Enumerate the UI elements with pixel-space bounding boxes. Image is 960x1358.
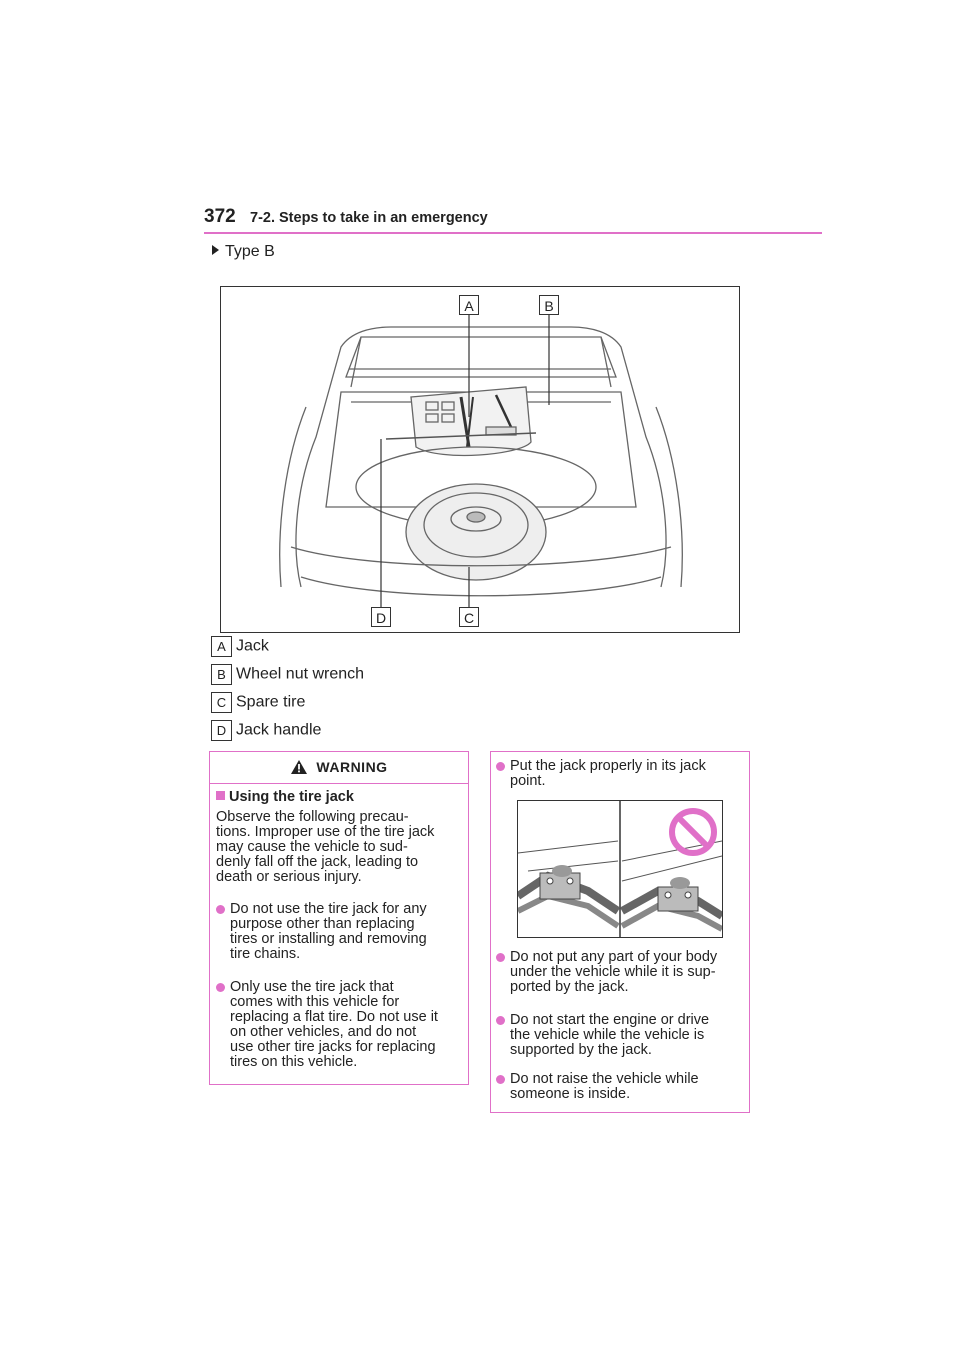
page-number: 372	[204, 206, 236, 227]
arrow-bullet-icon	[212, 245, 219, 255]
bullet-dot-icon	[216, 983, 225, 992]
figure-label-c: C	[459, 607, 479, 627]
legend-key: A	[211, 636, 232, 657]
bullet-dot-icon	[216, 905, 225, 914]
warning-box: WARNING Using the tire jack Observe the …	[209, 751, 469, 1085]
figure-label-b: B	[539, 295, 559, 315]
warning-heading: Using the tire jack	[216, 789, 354, 805]
legend-key: D	[211, 720, 232, 741]
legend-text: Wheel nut wrench	[236, 665, 365, 683]
bullet-dot-icon	[496, 1016, 505, 1025]
section-title: 7-2. Steps to take in an emergency	[250, 210, 488, 226]
figure-label-a: A	[459, 295, 479, 315]
bullet-dot-icon	[496, 953, 505, 962]
header-rule	[204, 232, 822, 234]
bullet-dot-icon	[496, 762, 505, 771]
legend-key: B	[211, 664, 232, 685]
legend-text: Jack	[236, 637, 269, 655]
trunk-drawing	[279, 315, 683, 607]
figure-label-d: D	[371, 607, 391, 627]
warning-header: WARNING	[210, 752, 468, 784]
legend-text: Spare tire	[236, 693, 306, 711]
type-label: Type B	[212, 243, 275, 261]
bullet-dot-icon	[496, 1075, 505, 1084]
jack-point-illustration	[517, 800, 723, 938]
legend-key: C	[211, 692, 232, 713]
warning-triangle-icon	[291, 760, 308, 774]
legend-text: Jack handle	[236, 721, 322, 739]
warning-intro: Observe the following precau-tions. Impr…	[216, 809, 435, 885]
square-bullet-icon	[216, 791, 225, 800]
prohibited-icon	[669, 808, 717, 856]
trunk-illustration: A B D C	[220, 286, 740, 633]
